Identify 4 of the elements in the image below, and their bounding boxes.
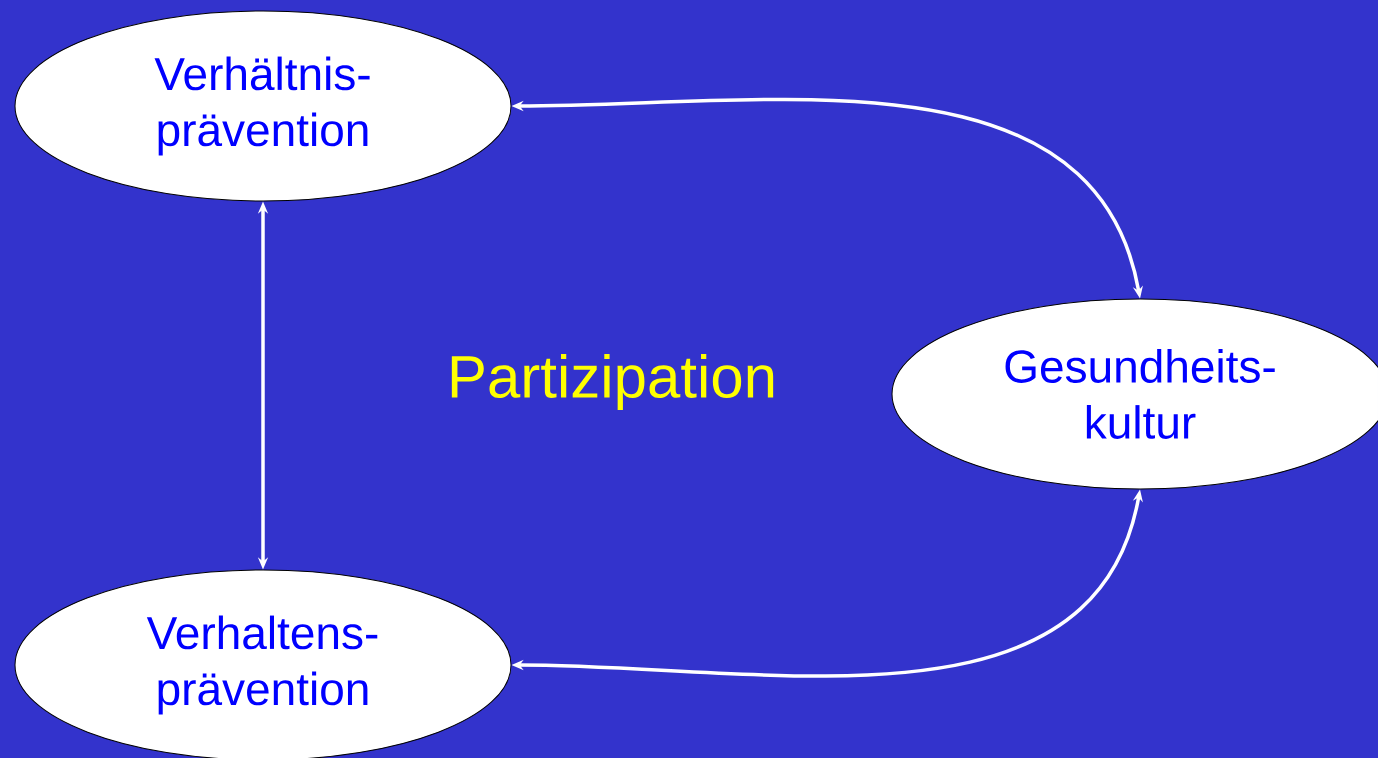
ellipse-node: Verhältnis- prävention — [14, 10, 512, 202]
center-label: Partizipation — [451, 354, 774, 410]
ellipse-node: Gesundheits- kultur — [891, 298, 1378, 490]
ellipse-node: Verhaltens- prävention — [14, 569, 512, 758]
